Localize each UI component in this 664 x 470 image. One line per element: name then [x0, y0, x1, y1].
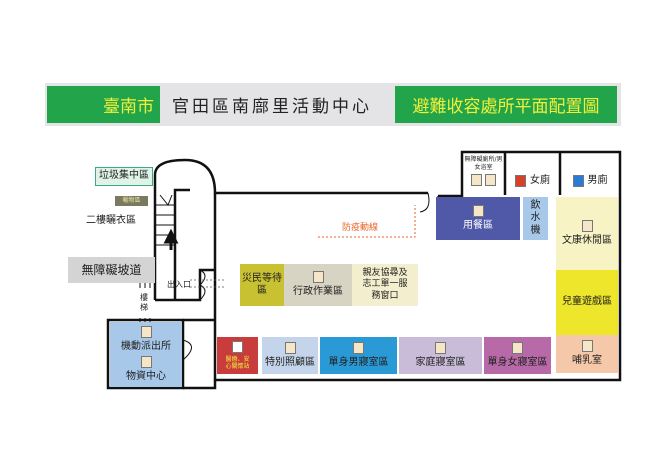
- medical-label: 醫療、安心關懷站: [225, 355, 250, 371]
- accessible-wc-label: 無障礙廁所/男女浴室: [464, 156, 503, 171]
- person-icon: [284, 341, 296, 354]
- female-restroom: 女廁: [506, 170, 559, 192]
- recreation-label: 文康休閒區: [562, 234, 612, 246]
- special-care-area: 特別照顧區: [262, 337, 318, 374]
- family-dorm: 家庭寢室區: [399, 337, 482, 374]
- admin-area: 行政作業區: [284, 264, 352, 306]
- kids-play-area: 兒童遊戲區: [556, 270, 618, 335]
- men-label: 單身男寢室區: [328, 356, 389, 368]
- man-icon: [353, 341, 364, 354]
- recreation-area: 文康休閒區: [556, 197, 618, 270]
- women-label: 單身女寢室區: [487, 356, 548, 368]
- box-icon: [140, 356, 152, 368]
- entrance-label: 出入口: [167, 280, 191, 289]
- special-label: 特別照顧區: [265, 356, 315, 368]
- drying-area-label: 二樓曬衣區: [86, 215, 136, 226]
- service-window: 親友協尋及志工單一服務窗口: [352, 264, 418, 306]
- male-wc-label: 男廁: [587, 174, 608, 186]
- venue-name: 官田區南廍里活動中心: [172, 97, 372, 117]
- single-men-dorm: 單身男寢室區: [320, 337, 397, 374]
- dining-area: 用餐區: [436, 197, 520, 240]
- supplies-label: 物資中心: [126, 371, 166, 382]
- garbage-area: 垃圾集中區: [95, 167, 153, 186]
- admin-label: 行政作業區: [293, 286, 343, 298]
- water-dispenser: 飲水機: [523, 197, 548, 240]
- epidemic-route-label: 防疫動線: [342, 223, 379, 233]
- police-supply-room: 機動派出所 物資中心: [110, 322, 182, 387]
- person-icon: [581, 219, 593, 232]
- admin-icon: [312, 271, 324, 284]
- dining-label: 用餐區: [463, 219, 493, 231]
- accessible-restroom: 無障礙廁所/男女浴室: [463, 154, 504, 194]
- waiting-area: 災民等待區: [240, 264, 284, 306]
- medical-icon: [232, 340, 243, 353]
- medical-station: 醫療、安心關懷站: [217, 337, 258, 374]
- drying-badge: 曬物區: [115, 196, 148, 206]
- nursing-label: 哺乳室: [572, 355, 602, 367]
- person-icon: [471, 174, 482, 186]
- accessible-ramp: 無障礙坡道: [68, 257, 155, 283]
- police-label: 機動派出所: [121, 340, 171, 352]
- person-icon: [485, 174, 496, 186]
- male-restroom: 男廁: [561, 170, 619, 192]
- family-icon: [435, 341, 446, 354]
- man-icon: [572, 175, 584, 187]
- police-icon: [140, 325, 152, 338]
- city-label: 臺南市: [47, 86, 160, 123]
- woman-icon: [515, 175, 526, 187]
- page-title: 避難收容處所平面配置圖: [395, 86, 617, 123]
- family-label: 家庭寢室區: [415, 356, 466, 368]
- plate-icon: [472, 204, 484, 217]
- single-women-dorm: 單身女寢室區: [484, 337, 551, 374]
- person-icon: [581, 340, 593, 353]
- stairs-label: 樓梯: [137, 288, 151, 318]
- nursing-room: 哺乳室: [556, 335, 618, 373]
- woman-icon: [512, 341, 523, 354]
- female-wc-label: 女廁: [530, 174, 550, 186]
